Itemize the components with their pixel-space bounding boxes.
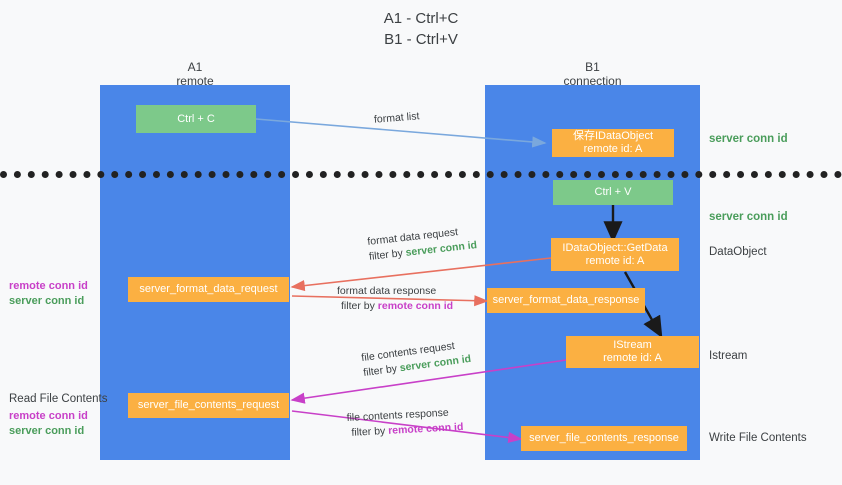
node-istream[interactable]: IStream remote id: A xyxy=(566,336,699,368)
filter-prefix-1: filter by xyxy=(368,246,407,263)
label-remote-conn-id-2: remote conn id xyxy=(9,410,88,422)
filter-key-4: remote conn id xyxy=(387,420,464,437)
label-server-conn-id-2: server conn id xyxy=(9,425,85,437)
arrow-label-format-data-response-line2: filter by remote conn id xyxy=(337,299,453,314)
node-getdata[interactable]: IDataObject::GetData remote id: A xyxy=(551,238,679,271)
node-format-data-request[interactable]: server_format_data_request xyxy=(128,277,289,302)
node-file-contents-response[interactable]: server_file_contents_response xyxy=(521,426,687,451)
node-save-dataobject[interactable]: 保存IDataObject remote id: A xyxy=(552,129,674,157)
arrow-label-format-list: format list xyxy=(373,110,420,126)
label-server-conn-id-mid: server conn id xyxy=(709,211,788,223)
label-server-conn-id-top: server conn id xyxy=(709,133,788,145)
filter-prefix-3: filter by xyxy=(362,362,401,379)
filter-key-2: remote conn id xyxy=(377,300,454,312)
label-istream: Istream xyxy=(709,350,748,362)
label-conn-ids-file: remote conn id server conn id xyxy=(9,409,88,439)
label-remote-conn-id: remote conn id xyxy=(9,280,88,292)
diagram-title: A1 - Ctrl+C B1 - Ctrl+V xyxy=(383,10,459,48)
arrow-label-file-contents-response: file contents response filter by remote … xyxy=(346,405,463,441)
label-conn-ids-format: remote conn id server conn id xyxy=(9,279,88,309)
column-header-a1: A1 remote xyxy=(176,60,214,88)
node-format-data-response[interactable]: server_format_data_response xyxy=(487,288,645,313)
filter-prefix-2: filter by xyxy=(341,300,378,312)
column-header-b1: B1 connection xyxy=(563,60,622,88)
node-file-contents-request[interactable]: server_file_contents_request xyxy=(128,393,289,418)
node-ctrl-v[interactable]: Ctrl + V xyxy=(553,180,673,205)
label-read-file-contents: Read File Contents xyxy=(9,393,108,405)
label-write-file-contents: Write File Contents xyxy=(709,432,807,444)
filter-prefix-4: filter by xyxy=(351,424,389,439)
arrow-label-format-data-request: format data request filter by server con… xyxy=(367,223,478,265)
arrow-label-format-data-response-line1: format data response xyxy=(337,285,437,297)
node-ctrl-c[interactable]: Ctrl + C xyxy=(136,105,256,133)
label-dataobject: DataObject xyxy=(709,246,767,258)
arrow-label-file-contents-request: file contents request filter by server c… xyxy=(361,337,473,381)
divider-dashed-line xyxy=(0,171,842,178)
label-server-conn-id: server conn id xyxy=(9,295,85,307)
arrow-label-format-data-response: format data response filter by remote co… xyxy=(337,284,453,314)
